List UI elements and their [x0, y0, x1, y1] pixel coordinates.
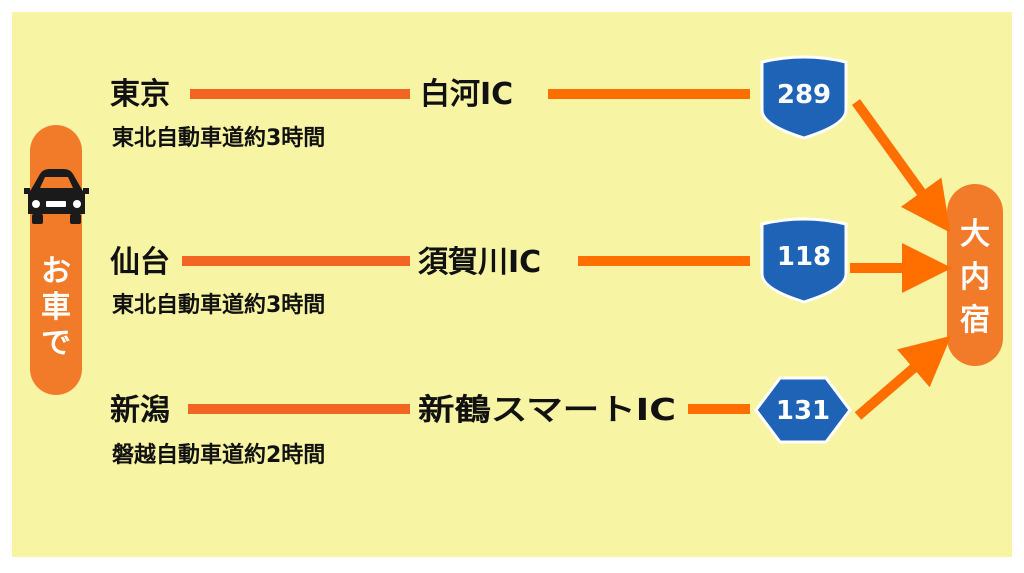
arrow-to-destination: [851, 99, 951, 233]
expressway-time: 東北自動車道約3時間: [112, 292, 325, 318]
route-shield-289: 289: [760, 55, 848, 140]
arrow-to-destination: [854, 335, 952, 420]
route-shield-131: 131: [754, 376, 852, 444]
interchange-label: 白河IC: [420, 77, 513, 112]
start-label-char-1: お: [41, 254, 71, 289]
destination-pill: 大 内 宿: [947, 184, 1003, 366]
interchange-label: 須賀川IC: [418, 245, 541, 280]
expressway-time: 東北自動車道約3時間: [112, 125, 325, 151]
shield-icon: [760, 55, 848, 140]
route-row-sendai: 仙台 東北自動車道約3時間 須賀川IC 118: [110, 217, 952, 318]
route-row-niigata: 新潟 磐越自動車道約2時間 新鶴スマートIC 131: [110, 335, 952, 468]
hexagon-icon: [754, 376, 852, 444]
route-row-tokyo: 東京 東北自動車道約3時間 白河IC 289: [110, 55, 951, 233]
start-label-char-2: 車: [41, 290, 71, 325]
destination-label-char-3: 宿: [960, 303, 990, 338]
origin-city: 仙台: [110, 245, 170, 280]
interchange-label: 新鶴スマートIC: [418, 393, 676, 428]
route-diagram: お 車 で 大 内 宿 東京 東北自動車道約3時間 白河IC 289 仙台 東北…: [12, 12, 1012, 557]
shield-icon: [760, 217, 848, 304]
destination-label-char-1: 大: [960, 217, 990, 252]
route-number: 131: [776, 396, 830, 426]
start-pill: お 車 で: [24, 125, 89, 395]
route-number: 289: [777, 80, 831, 110]
origin-city: 東京: [110, 77, 170, 112]
expressway-time: 磐越自動車道約2時間: [112, 442, 325, 468]
route-number: 118: [777, 242, 831, 272]
start-label-char-3: で: [41, 326, 71, 361]
car-icon: [24, 169, 89, 224]
origin-city: 新潟: [110, 393, 170, 428]
destination-label-char-2: 内: [960, 260, 990, 295]
route-shield-118: 118: [760, 217, 848, 304]
